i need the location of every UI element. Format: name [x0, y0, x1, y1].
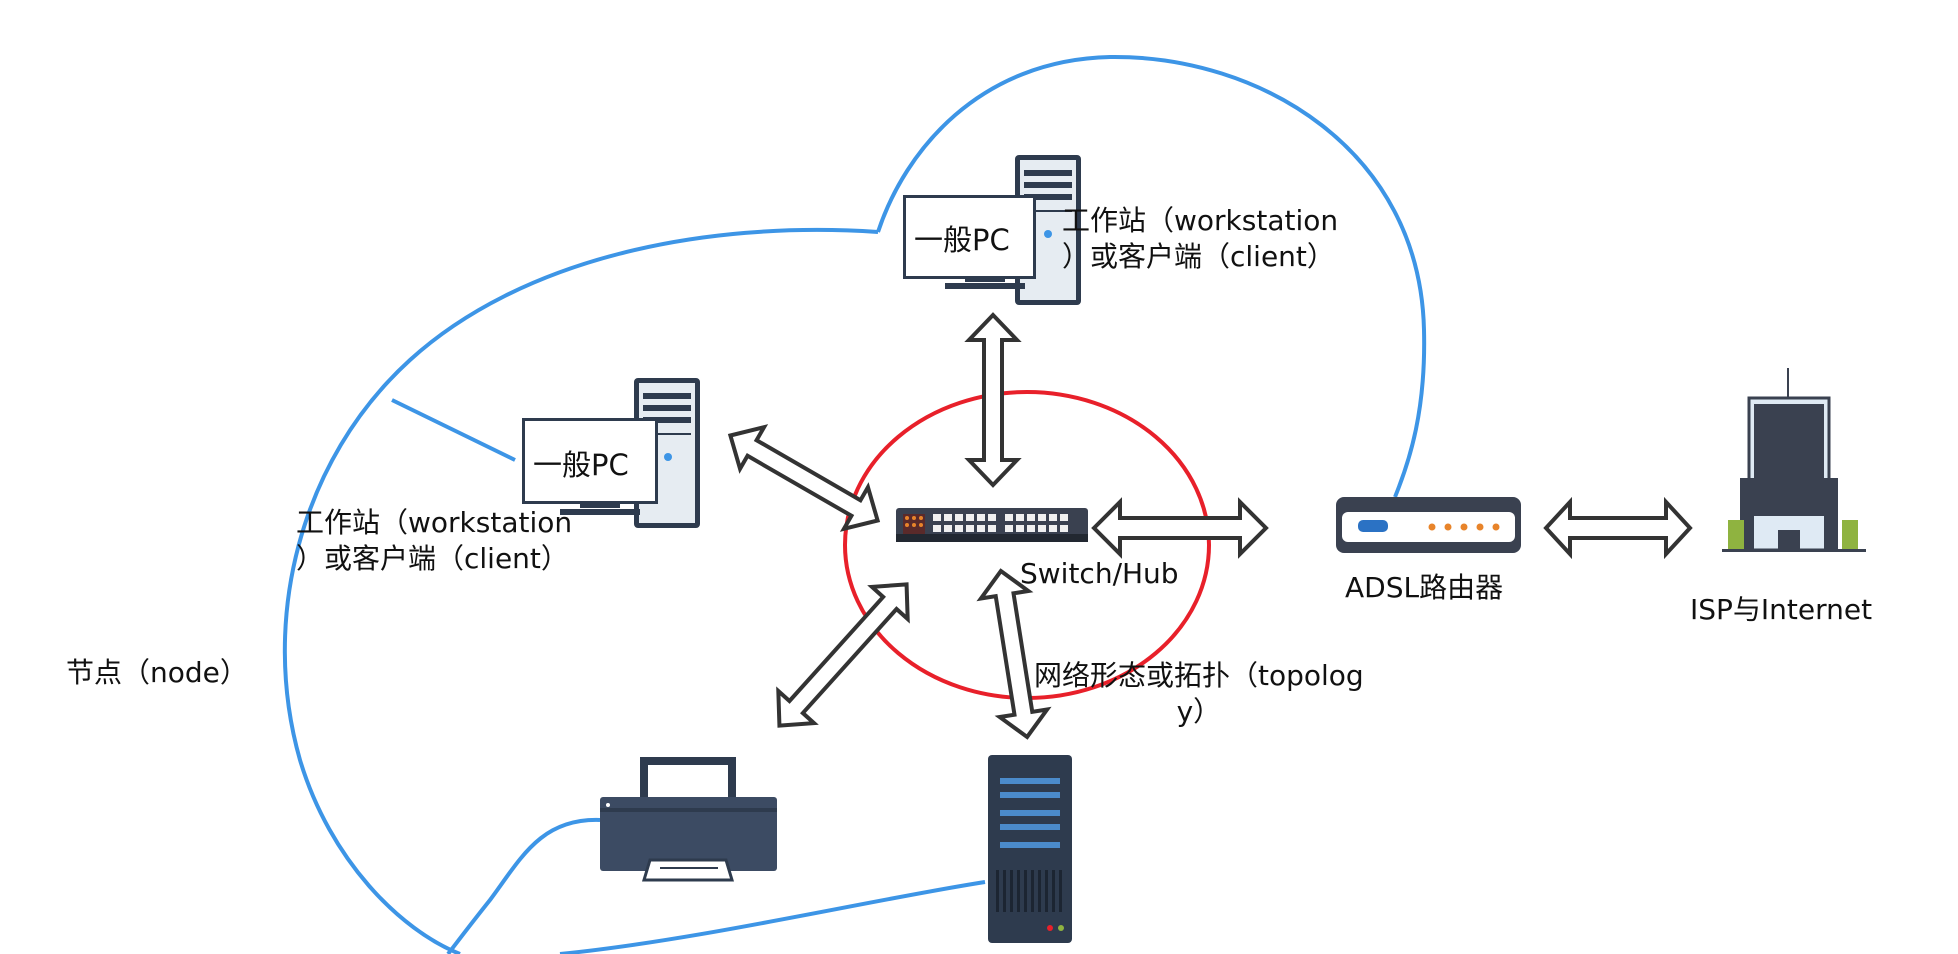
topology-label: 网络形态或拓扑（topolog y） — [1034, 658, 1364, 731]
arrow-switch-pc-left — [727, 424, 881, 532]
printer-icon — [600, 757, 777, 882]
router-label: ADSL路由器 — [1345, 571, 1504, 604]
lan-boundary-line — [282, 54, 1427, 954]
arrow-switch-printer — [776, 582, 910, 728]
node-label: 节点（node） — [66, 656, 248, 689]
workstation-left-line1: 工作站（workstation — [296, 506, 573, 539]
server-icon — [988, 755, 1072, 943]
pc-top-label: 一般PC — [914, 223, 1010, 257]
pc-top-icon — [903, 155, 1081, 305]
workstation-left-label: 工作站（workstation ）或客户端（client） — [296, 505, 572, 578]
pc-left-label: 一般PC — [533, 448, 629, 482]
workstation-left-line2: ）或客户端（client） — [296, 542, 569, 576]
lan-boundary-line-bottom — [559, 880, 986, 954]
switch-highlight-circle — [843, 390, 1211, 700]
arrow-switch-router — [1091, 497, 1269, 559]
switch-label: Switch/Hub — [1020, 557, 1179, 590]
arrow-router-isp — [1543, 496, 1693, 560]
node-pointer-line — [391, 398, 516, 462]
adsl-router-icon — [1336, 497, 1521, 553]
arrow-switch-server — [976, 568, 1052, 740]
topology-line1: 网络形态或拓扑（topolog — [1034, 659, 1364, 692]
pc-left-icon — [522, 378, 700, 528]
isp-building-icon — [1722, 368, 1866, 552]
workstation-top-line1: 工作站（workstation — [1062, 204, 1339, 237]
printer-link-line — [446, 817, 601, 954]
switch-icon — [896, 508, 1088, 542]
workstation-top-line2: ）或客户端（client） — [1062, 240, 1335, 274]
arrow-switch-pc-top — [964, 312, 1022, 488]
isp-label: ISP与Internet — [1690, 593, 1873, 626]
topology-line2: y） — [1176, 695, 1222, 729]
workstation-top-label: 工作站（workstation ）或客户端（client） — [1062, 203, 1338, 276]
